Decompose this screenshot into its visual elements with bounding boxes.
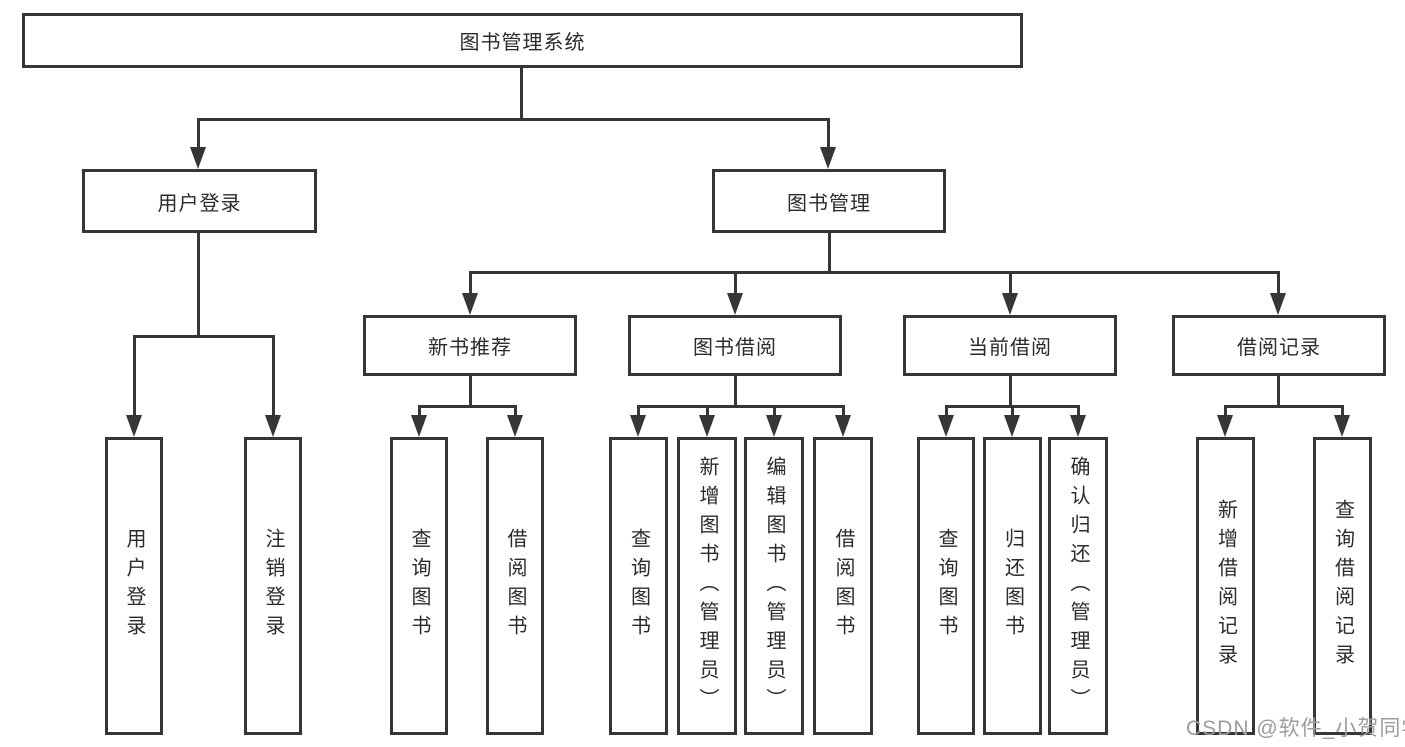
connector-line bbox=[1224, 405, 1227, 417]
leaf-edit-book-admin: 编辑图书（管理员） bbox=[744, 437, 804, 735]
connector-line bbox=[637, 405, 640, 417]
connector-line bbox=[133, 335, 275, 338]
connector-arrow bbox=[727, 293, 743, 315]
connector-line bbox=[520, 68, 523, 121]
connector-line bbox=[197, 233, 200, 337]
leaf-borrow-books: 借阅图书 bbox=[813, 437, 873, 735]
connector-line bbox=[1009, 376, 1012, 407]
connector-arrow bbox=[1270, 293, 1286, 315]
node-new-book-recommend: 新书推荐 bbox=[363, 315, 577, 376]
connector-line bbox=[469, 271, 1279, 274]
node-book-management: 图书管理 bbox=[712, 169, 946, 233]
node-user-login: 用户登录 bbox=[82, 169, 317, 233]
connector-arrow bbox=[835, 415, 851, 437]
connector-line bbox=[773, 405, 776, 417]
leaf-add-book-admin: 新增图书（管理员） bbox=[677, 437, 737, 735]
connector-line bbox=[1341, 405, 1344, 417]
leaf-add-borrow-record: 新增借阅记录 bbox=[1196, 437, 1255, 735]
connector-arrow bbox=[190, 147, 206, 169]
connector-arrow bbox=[938, 415, 954, 437]
connector-line bbox=[469, 376, 472, 407]
connector-line bbox=[706, 405, 709, 417]
connector-arrow bbox=[1004, 415, 1020, 437]
connector-arrow bbox=[126, 415, 142, 437]
leaf-return-book: 归还图书 bbox=[983, 437, 1042, 735]
connector-line bbox=[272, 335, 275, 417]
connector-arrow bbox=[411, 415, 427, 437]
leaf-query-books-current: 查询图书 bbox=[917, 437, 975, 735]
connector-line bbox=[197, 118, 200, 149]
connector-arrow bbox=[265, 415, 281, 437]
connector-line bbox=[827, 118, 830, 149]
connector-line bbox=[1011, 405, 1014, 417]
leaf-query-borrow-record: 查询借阅记录 bbox=[1313, 437, 1372, 735]
connector-arrow bbox=[766, 415, 782, 437]
connector-arrow bbox=[507, 415, 523, 437]
connector-arrow bbox=[1217, 415, 1233, 437]
node-current-borrow: 当前借阅 bbox=[903, 315, 1117, 376]
connector-line bbox=[842, 405, 845, 417]
leaf-user-login: 用户登录 bbox=[105, 437, 163, 735]
connector-line bbox=[1277, 271, 1280, 295]
connector-line bbox=[469, 271, 472, 295]
connector-line bbox=[637, 405, 843, 408]
node-book-borrow: 图书借阅 bbox=[628, 315, 842, 376]
connector-line bbox=[1077, 405, 1080, 417]
leaf-confirm-return-admin: 确认归还（管理员） bbox=[1048, 437, 1108, 735]
leaf-query-books-recommend: 查询图书 bbox=[390, 437, 448, 735]
connector-arrow bbox=[1334, 415, 1350, 437]
connector-line bbox=[1224, 405, 1342, 408]
connector-arrow bbox=[699, 415, 715, 437]
leaf-borrow-books-recommend: 借阅图书 bbox=[486, 437, 544, 735]
connector-line bbox=[418, 405, 516, 408]
node-borrow-records: 借阅记录 bbox=[1172, 315, 1386, 376]
connector-line bbox=[197, 118, 830, 121]
connector-line bbox=[945, 405, 948, 417]
connector-line bbox=[133, 335, 136, 417]
csdn-watermark: CSDN @软件_小贺同学 bbox=[1186, 717, 1405, 740]
connector-line bbox=[1009, 271, 1012, 295]
connector-line bbox=[828, 233, 831, 273]
connector-line bbox=[1277, 376, 1280, 407]
connector-line bbox=[734, 271, 737, 295]
connector-arrow bbox=[630, 415, 646, 437]
connector-line bbox=[734, 376, 737, 407]
connector-arrow bbox=[1002, 293, 1018, 315]
connector-line bbox=[514, 405, 517, 417]
leaf-logout: 注销登录 bbox=[244, 437, 302, 735]
connector-arrow bbox=[1070, 415, 1086, 437]
leaf-query-books-borrow: 查询图书 bbox=[609, 437, 668, 735]
node-root: 图书管理系统 bbox=[22, 13, 1023, 68]
connector-arrow bbox=[462, 293, 478, 315]
connector-arrow bbox=[820, 147, 836, 169]
connector-line bbox=[418, 405, 421, 417]
